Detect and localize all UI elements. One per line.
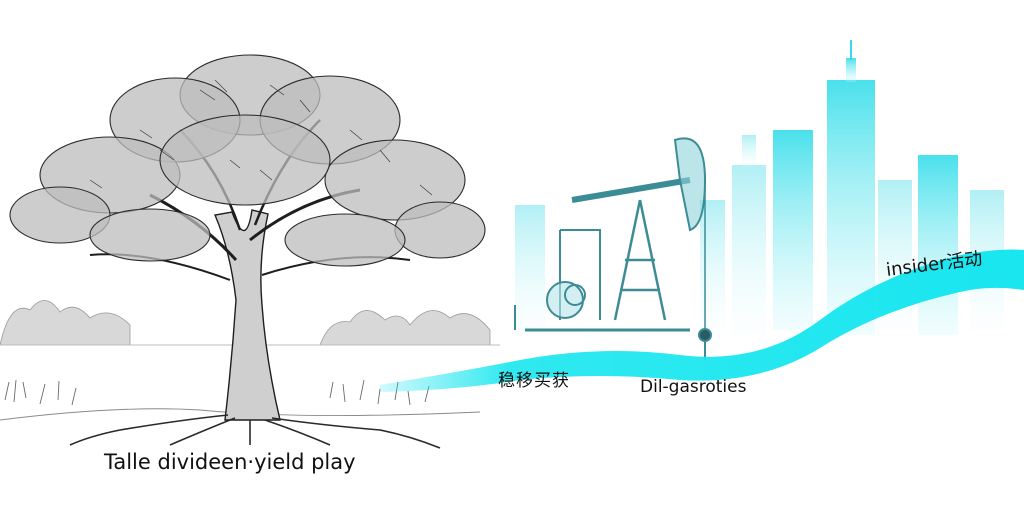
horizon-bushes [0,300,491,346]
oil-caption: Dil-gasroties [640,377,747,397]
oil-pumpjack [514,137,712,360]
tree-canopy [9,54,486,267]
middle-caption: 稳移买获 [498,371,570,391]
tree-roots [69,414,441,449]
wave-ribbon [380,249,1024,392]
tree-canopy-hatching [89,79,433,196]
tree-caption: Talle divideen·yield play [104,450,356,474]
